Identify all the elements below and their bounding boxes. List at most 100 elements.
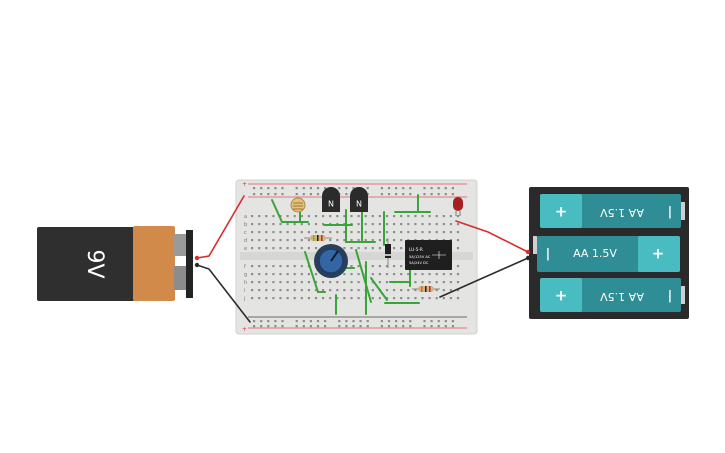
led-red[interactable] xyxy=(453,197,463,216)
breadboard-hole xyxy=(258,223,261,226)
breadboard-hole xyxy=(393,223,396,226)
breadboard-hole xyxy=(251,247,254,250)
battery-pack-aa[interactable]: + AA 1.5V | | AA 1.5V + + AA 1.5V | xyxy=(529,187,689,319)
photoresistor[interactable] xyxy=(290,197,306,213)
resistor-1[interactable] xyxy=(304,235,332,241)
transistor-label: N xyxy=(356,200,362,209)
breadboard-hole xyxy=(279,215,282,218)
breadboard-hole xyxy=(329,297,332,300)
breadboard-hole xyxy=(343,281,346,284)
breadboard-hole xyxy=(272,273,275,276)
breadboard-hole xyxy=(378,247,381,250)
breadboard-hole xyxy=(428,273,431,276)
breadboard-hole xyxy=(309,320,312,323)
breadboard-hole xyxy=(302,320,305,323)
breadboard-hole xyxy=(322,231,325,234)
wire-pack-negative[interactable] xyxy=(439,257,529,298)
breadboard-hole xyxy=(329,281,332,284)
breadboard-hole xyxy=(444,325,447,328)
breadboard-hole xyxy=(393,289,396,292)
transistor-1[interactable]: N xyxy=(322,187,340,212)
jumper-wire[interactable] xyxy=(304,251,326,293)
breadboard-hole xyxy=(343,297,346,300)
breadboard-hole xyxy=(293,289,296,292)
breadboard-hole xyxy=(385,289,389,292)
breadboard-hole xyxy=(400,265,403,268)
breadboard-hole xyxy=(258,289,261,292)
jumper-wire[interactable] xyxy=(370,277,388,301)
breadboard-hole xyxy=(350,239,353,242)
breadboard-hole xyxy=(414,215,417,218)
breadboard-hole xyxy=(307,247,310,250)
breadboard-hole xyxy=(286,281,289,284)
breadboard-hole xyxy=(421,215,424,218)
breadboard-hole xyxy=(265,297,268,300)
breadboard-hole xyxy=(380,193,383,196)
battery-9v-cap xyxy=(133,226,175,301)
breadboard-hole xyxy=(272,281,275,284)
resistor-band xyxy=(429,286,431,292)
breadboard-hole xyxy=(428,281,431,284)
breadboard-hole xyxy=(409,325,412,328)
transistor-2[interactable]: N xyxy=(350,187,368,212)
breadboard-hole xyxy=(442,223,445,226)
breadboard-hole xyxy=(366,320,369,323)
breadboard-hole xyxy=(258,273,261,276)
breadboard-hole xyxy=(435,281,438,284)
breadboard-hole xyxy=(307,289,310,292)
resistor-band xyxy=(425,286,427,292)
breadboard-row-letters: a b c d e f g h i j xyxy=(243,214,247,302)
breadboard-hole xyxy=(329,289,332,292)
breadboard-hole xyxy=(393,297,396,300)
breadboard-hole xyxy=(385,215,389,218)
breadboard-hole xyxy=(272,215,275,218)
potentiometer[interactable] xyxy=(314,244,348,278)
breadboard-hole xyxy=(314,289,318,292)
breadboard-hole xyxy=(435,215,438,218)
breadboard-hole xyxy=(293,231,296,234)
breadboard-hole xyxy=(442,289,445,292)
breadboard-hole xyxy=(300,281,303,284)
breadboard-hole xyxy=(251,273,254,276)
breadboard-hole xyxy=(343,289,346,292)
wire-pack-positive[interactable] xyxy=(455,220,529,253)
breadboard-hole xyxy=(385,297,389,300)
breadboard-hole xyxy=(449,223,452,226)
aa-cell-1: + AA 1.5V | xyxy=(540,194,685,228)
breadboard-hole xyxy=(442,231,445,234)
breadboard-hole xyxy=(364,247,367,250)
breadboard-hole xyxy=(414,297,417,300)
resistor-band xyxy=(313,235,315,241)
relay[interactable]: LU-5-R 5A/125V AC 5A/24V DC xyxy=(405,240,452,270)
jumper-wire[interactable] xyxy=(355,249,372,303)
breadboard-hole xyxy=(456,281,460,284)
wire-9v-positive[interactable] xyxy=(196,195,245,259)
aa-cell-terminal xyxy=(681,202,685,220)
breadboard-hole xyxy=(279,247,282,250)
resistor-2[interactable] xyxy=(412,286,440,292)
breadboard-hole xyxy=(309,187,312,190)
breadboard-hole xyxy=(421,281,424,284)
wire-9v-negative[interactable] xyxy=(196,264,251,323)
breadboard-hole xyxy=(400,289,403,292)
breadboard-hole xyxy=(300,231,303,234)
breadboard-hole xyxy=(265,265,268,268)
breadboard: + + a b c d e f g h i j xyxy=(235,179,478,335)
breadboard-hole xyxy=(385,239,389,242)
breadboard-hole xyxy=(378,239,381,242)
breadboard-hole xyxy=(378,273,381,276)
breadboard-hole xyxy=(316,325,320,328)
breadboard-hole xyxy=(274,193,277,196)
breadboard-hole xyxy=(324,187,327,190)
breadboard-hole xyxy=(380,187,383,190)
resistor-band xyxy=(421,286,423,292)
breadboard-hole xyxy=(357,281,360,284)
breadboard-hole xyxy=(378,223,381,226)
battery-9v[interactable]: 9V xyxy=(37,226,193,301)
breadboard-hole xyxy=(421,273,424,276)
breadboard-hole xyxy=(338,187,341,190)
breadboard-hole xyxy=(414,231,417,234)
aa-cell-cap xyxy=(540,278,582,312)
breadboard-hole xyxy=(286,231,289,234)
diode[interactable] xyxy=(385,238,391,268)
